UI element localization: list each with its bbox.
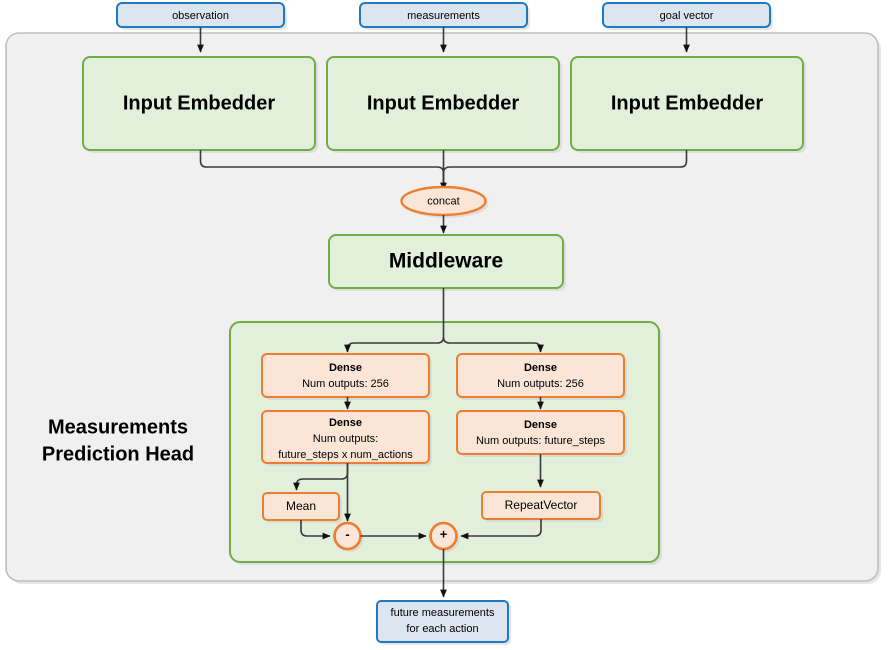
right-dense-future-steps[interactable]: Dense Num outputs: future_steps [456,410,627,457]
middleware-label: Middleware [389,250,503,273]
input-label-measurements: measurements [407,10,480,22]
right-dense-256[interactable]: Dense Num outputs: 256 [456,353,627,400]
concat-label: concat [427,195,459,207]
left-dense2-title: Dense [329,417,362,429]
middleware-node[interactable]: Middleware [328,234,566,291]
input-embedder-3-label: Input Embedder [611,92,763,114]
head-title-line1: Measurements [48,416,188,438]
input-embedder-1-label: Input Embedder [123,92,275,114]
input-box-measurements[interactable]: measurements [359,2,530,30]
input-embedder-2[interactable]: Input Embedder [326,56,562,153]
right-dense-256-sub: Num outputs: 256 [497,378,584,390]
edge-split-left [344,336,445,353]
output-box-future-measurements[interactable]: future measurements for each action [376,600,511,645]
minus-operator-label: - [345,526,349,541]
right-dense-256-title: Dense [524,362,557,374]
plus-operator-label: + [440,526,448,541]
right-dense2-sub: Num outputs: future_steps [476,435,606,447]
left-dense-256-sub: Num outputs: 256 [302,378,389,390]
mean-label: Mean [286,499,316,513]
left-dense-256[interactable]: Dense Num outputs: 256 [261,353,432,400]
edge-split-right [442,336,544,353]
mean-node[interactable]: Mean [262,492,342,523]
input-embedder-2-label: Input Embedder [367,92,519,114]
output-label-line1: future measurements [391,607,495,619]
left-dense2-sub-line2: future_steps x num_actions [278,449,413,461]
head-title-line2: Prediction Head [42,443,194,465]
repeat-vector-label: RepeatVector [505,498,578,512]
input-embedder-1[interactable]: Input Embedder [82,56,318,153]
input-label-goal-vector: goal vector [660,10,714,22]
output-label-line2: for each action [406,623,478,635]
right-dense2-title: Dense [524,419,557,431]
repeat-vector-node[interactable]: RepeatVector [481,491,603,522]
input-box-goal-vector[interactable]: goal vector [602,2,773,30]
left-dense-future-steps-num-actions[interactable]: Dense Num outputs: future_steps x num_ac… [261,410,432,466]
left-dense-256-title: Dense [329,362,362,374]
input-box-observation[interactable]: observation [116,2,287,30]
input-label-observation: observation [172,10,229,22]
concat-node[interactable]: concat [400,185,489,218]
edge-mean-to-minus [300,520,331,540]
left-dense2-sub-line1: Num outputs: [313,433,378,445]
edge-repeatvector-to-plus [460,519,542,540]
input-embedder-3[interactable]: Input Embedder [570,56,806,153]
